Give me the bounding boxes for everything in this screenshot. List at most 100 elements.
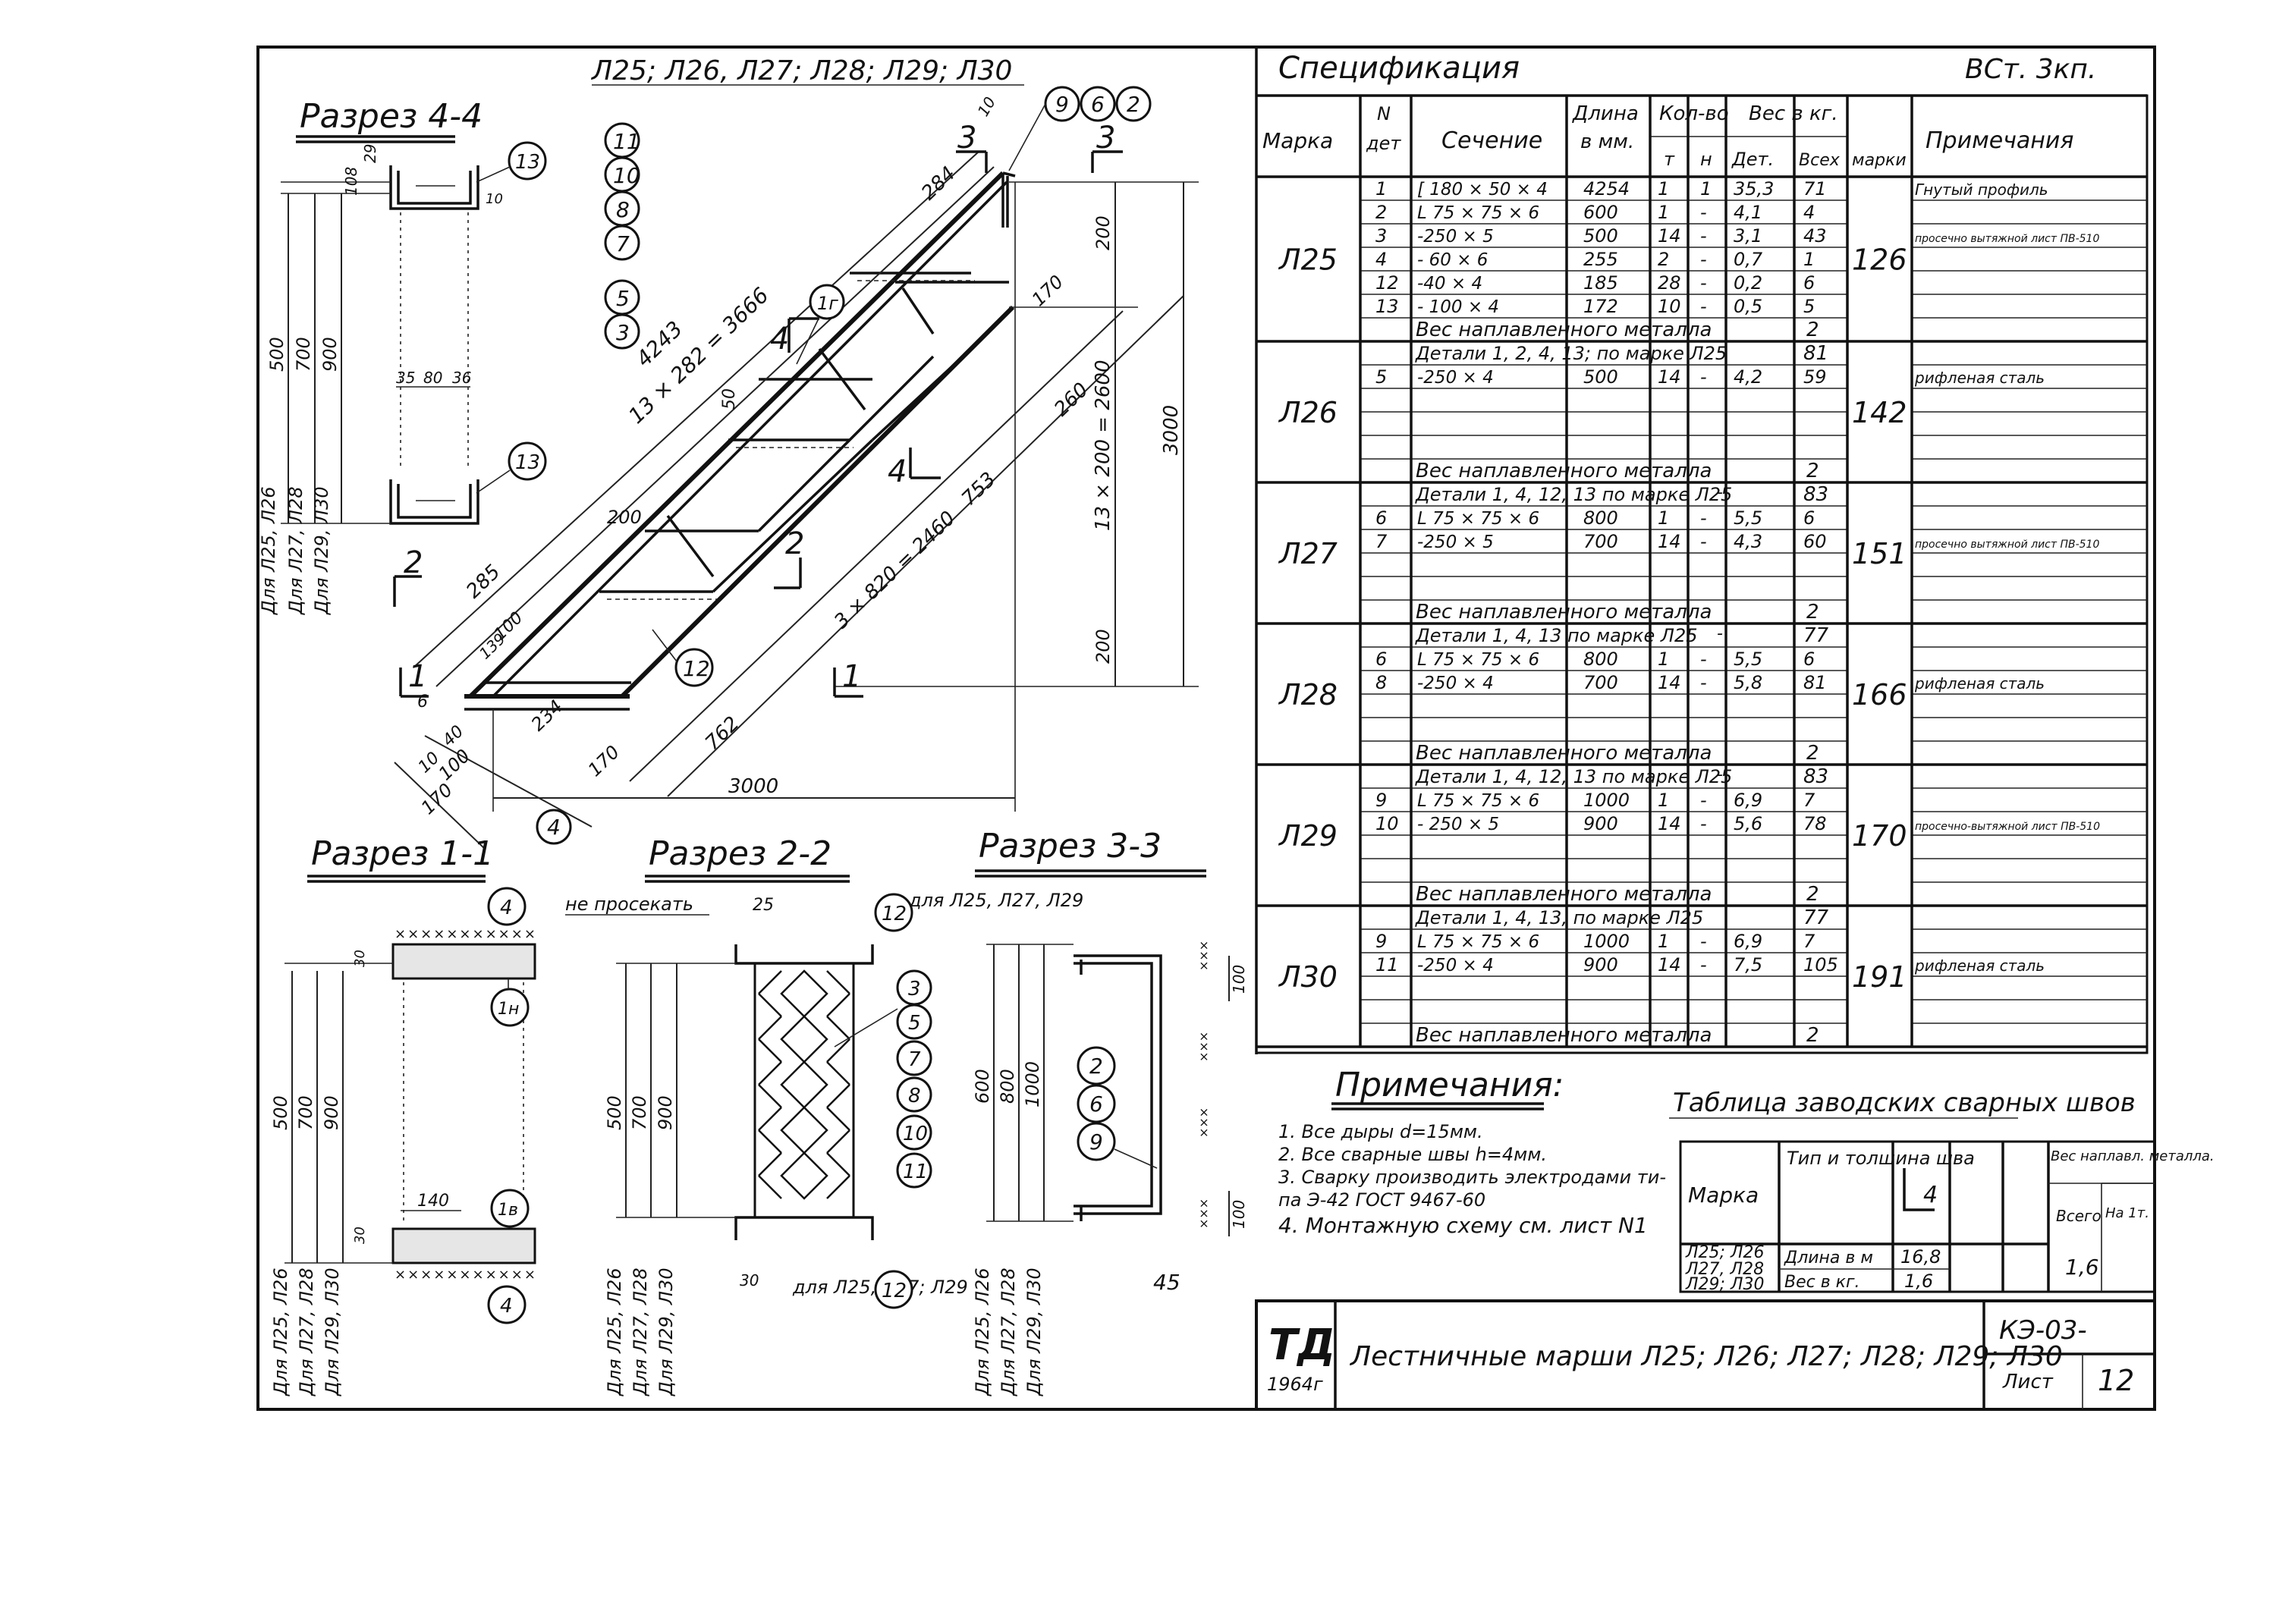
spec-cell-det: 4,3 (1734, 531, 1762, 552)
dim-10-top: 10 (974, 93, 1000, 119)
spec-h-primech: Примечания (1925, 127, 2073, 154)
spec-cell-sechenie: L 75 × 75 × 6 (1417, 203, 1539, 223)
spec-cell-n2: - (1700, 366, 1707, 388)
spec-cell-dlina: 700 (1583, 531, 1618, 552)
spec-cell-details-val: 77 (1803, 906, 1829, 929)
s22-balloon-11: 11 (903, 1161, 928, 1183)
spec-cell-weld-label: Вес наплавленного металла (1416, 319, 1712, 341)
spec-cell-det: 7,5 (1734, 954, 1762, 975)
section-2-2-title: Разрез 2-2 (649, 834, 831, 873)
spec-cell-dlina: 800 (1583, 507, 1618, 529)
balloon-10: 10 (613, 163, 640, 188)
spec-cell-vseh: 71 (1803, 178, 1827, 199)
s33-dim-45: 45 (1153, 1270, 1180, 1295)
spec-cell-n: 6 (1375, 507, 1387, 529)
note-1: 1. Все дыры d=15мм. (1278, 1121, 1483, 1142)
weld-total: 1,6 (2065, 1255, 2099, 1280)
spec-cell-note: просечно-вытяжной лист ПВ-510 (1915, 821, 2100, 833)
cut-mark-3-right: 3 (1096, 121, 1115, 155)
spec-cell-sechenie: -250 × 4 (1417, 368, 1494, 388)
spec-cell-vseh: 4 (1803, 202, 1815, 223)
spec-cell-sechenie: L 75 × 75 × 6 (1417, 791, 1539, 811)
spec-cell-sechenie: -250 × 5 (1417, 532, 1494, 552)
spec-cell-dlina: 1000 (1583, 931, 1630, 952)
spec-cell-sechenie: L 75 × 75 × 6 (1417, 650, 1539, 670)
spec-cell-marka: Л29 (1278, 819, 1338, 853)
spec-cell-n: 9 (1375, 931, 1387, 952)
cut-mark-1-right: 1 (842, 659, 861, 694)
title-org: ТД (1268, 1321, 1335, 1370)
balloon-8: 8 (616, 197, 630, 222)
spec-cell-weld-val: 2 (1806, 460, 1819, 482)
dim-170-bottom: 170 (584, 741, 624, 781)
spec-cell-n2: - (1700, 672, 1707, 693)
s22-ne-prosekat: не просекать (565, 894, 693, 915)
spec-h-marka: Марка (1262, 128, 1333, 153)
spec-cell-t: 14 (1658, 954, 1681, 975)
spec-cell-n: 6 (1375, 649, 1387, 670)
note-2: 2. Все сварные швы h=4мм. (1278, 1144, 1547, 1165)
spec-cell-details: Детали 1, 4, 12, 13 по марке Л25 (1415, 766, 1732, 787)
weld-marka-2: Л27, Л28 (1685, 1260, 1764, 1279)
note-3b: па Э-42 ГОСТ 9467-60 (1278, 1189, 1485, 1211)
title-sheet-label: Лист (2002, 1371, 2054, 1393)
spec-h-dlina-mm: в мм. (1580, 130, 1634, 153)
spec-cell-det: 5,6 (1734, 813, 1762, 834)
spec-h-t: т (1664, 149, 1675, 170)
spec-cell-n2: - (1700, 202, 1707, 223)
spec-h-n-det: дет (1366, 133, 1401, 154)
spec-cell-sechenie: -250 × 4 (1417, 956, 1494, 975)
balloon-7: 7 (616, 231, 630, 256)
spec-cell-n2: - (1700, 272, 1707, 294)
spec-cell-vseh: 43 (1803, 225, 1827, 247)
s33-weld-2: ××× (1196, 1032, 1211, 1062)
cut-mark-2-left: 2 (404, 545, 423, 580)
spec-cell-t: 14 (1658, 225, 1681, 247)
dim-284: 284 (917, 162, 960, 205)
s22-note-l27-l28: Для Л27, Л28 (630, 1267, 651, 1396)
weld-wt-val: 1,6 (1904, 1271, 1933, 1292)
s22-dim-25: 25 (753, 896, 774, 915)
s11-weld-bottom: ××××××××××× (395, 1267, 537, 1283)
spec-cell-n2: - (1700, 225, 1707, 247)
dim-3x820: 3 × 820 = 2460 (830, 507, 960, 633)
spec-cell-weld-val: 2 (1806, 883, 1819, 906)
spec-cell-dlina: 600 (1583, 202, 1618, 223)
spec-cell-dlina: 4254 (1583, 178, 1630, 199)
dim-762: 762 (701, 712, 744, 755)
s33-note-l25-l26: Для Л25, Л26 (972, 1267, 993, 1396)
balloons-left: 11 10 8 7 5 3 (604, 122, 640, 350)
dim-3000-horizontal: 3000 (728, 775, 778, 798)
spec-h-n2: н (1700, 149, 1712, 170)
s44-note-l27-l28: Для Л27, Л28 (285, 486, 307, 615)
spec-cell-dlina: 172 (1583, 296, 1618, 317)
spec-cell-details: Детали 1, 4, 13 по марке Л25 (1415, 625, 1698, 646)
s33-note-l27-l28: Для Л27, Л28 (998, 1267, 1019, 1396)
dim-260: 260 (1050, 379, 1093, 421)
weld-table: Таблица заводских сварных швов Марка Тип… (1669, 1088, 2215, 1294)
s33-balloon-9: 9 (1089, 1129, 1103, 1154)
spec-cell-n: 9 (1375, 790, 1387, 811)
weld-marka-1: Л25; Л26 (1685, 1243, 1764, 1262)
spec-cell-weld-label: Вес наплавленного металла (1416, 601, 1712, 624)
spec-cell-sechenie: -250 × 5 (1417, 227, 1494, 247)
balloons-top: 9 6 2 (1008, 86, 1152, 171)
s33-weld-1: ××× (1196, 941, 1211, 971)
spec-cell-vseh: 105 (1803, 954, 1838, 975)
spec-cell-vseh: 6 (1803, 507, 1815, 529)
balloon-12-main: 12 (683, 656, 710, 681)
section-1-1: Разрез 1-1 ××××××××××× ××××××××××× 500 7… (270, 834, 537, 1396)
spec-cell-dlina: 900 (1583, 954, 1618, 975)
s33-balloons: 2 6 9 (1077, 1046, 1158, 1169)
spec-cell-det: 6,9 (1734, 931, 1762, 952)
s22-dim-900: 900 (655, 1095, 676, 1130)
spec-cell-details-dash: - (1717, 624, 1723, 643)
s44-dim-700: 700 (293, 337, 314, 372)
spec-cell-det: 4,1 (1734, 202, 1762, 223)
spec-cell-details-dash: - (1717, 765, 1723, 784)
spec-cell-details-val: 81 (1803, 342, 1828, 365)
spec-cell-weld-val: 2 (1806, 319, 1819, 341)
s33-dim-100-top: 100 (1230, 965, 1248, 994)
spec-cell-note: просечно вытяжной лист ПВ-510 (1915, 233, 2099, 245)
spec-cell-details: Детали 1, 4, 13, по марке Л25 (1415, 907, 1703, 928)
